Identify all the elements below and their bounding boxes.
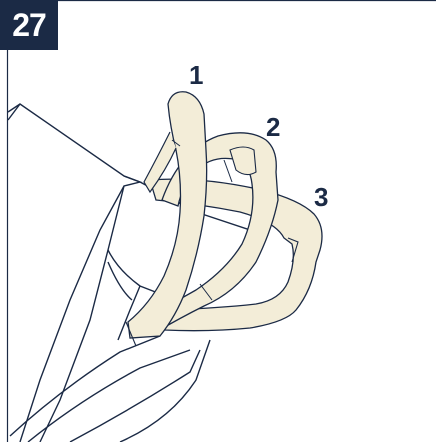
handlebar-position-3 bbox=[137, 178, 323, 332]
stroller-body-outline bbox=[7, 103, 269, 442]
callout-label-1: 1 bbox=[189, 60, 204, 90]
callout-label-2: 2 bbox=[266, 112, 281, 142]
handlebar-position-2 bbox=[145, 132, 279, 333]
handlebar-position-1 bbox=[125, 91, 208, 347]
step-number-badge: 27 bbox=[0, 0, 58, 50]
callout-label-3: 3 bbox=[314, 182, 329, 212]
